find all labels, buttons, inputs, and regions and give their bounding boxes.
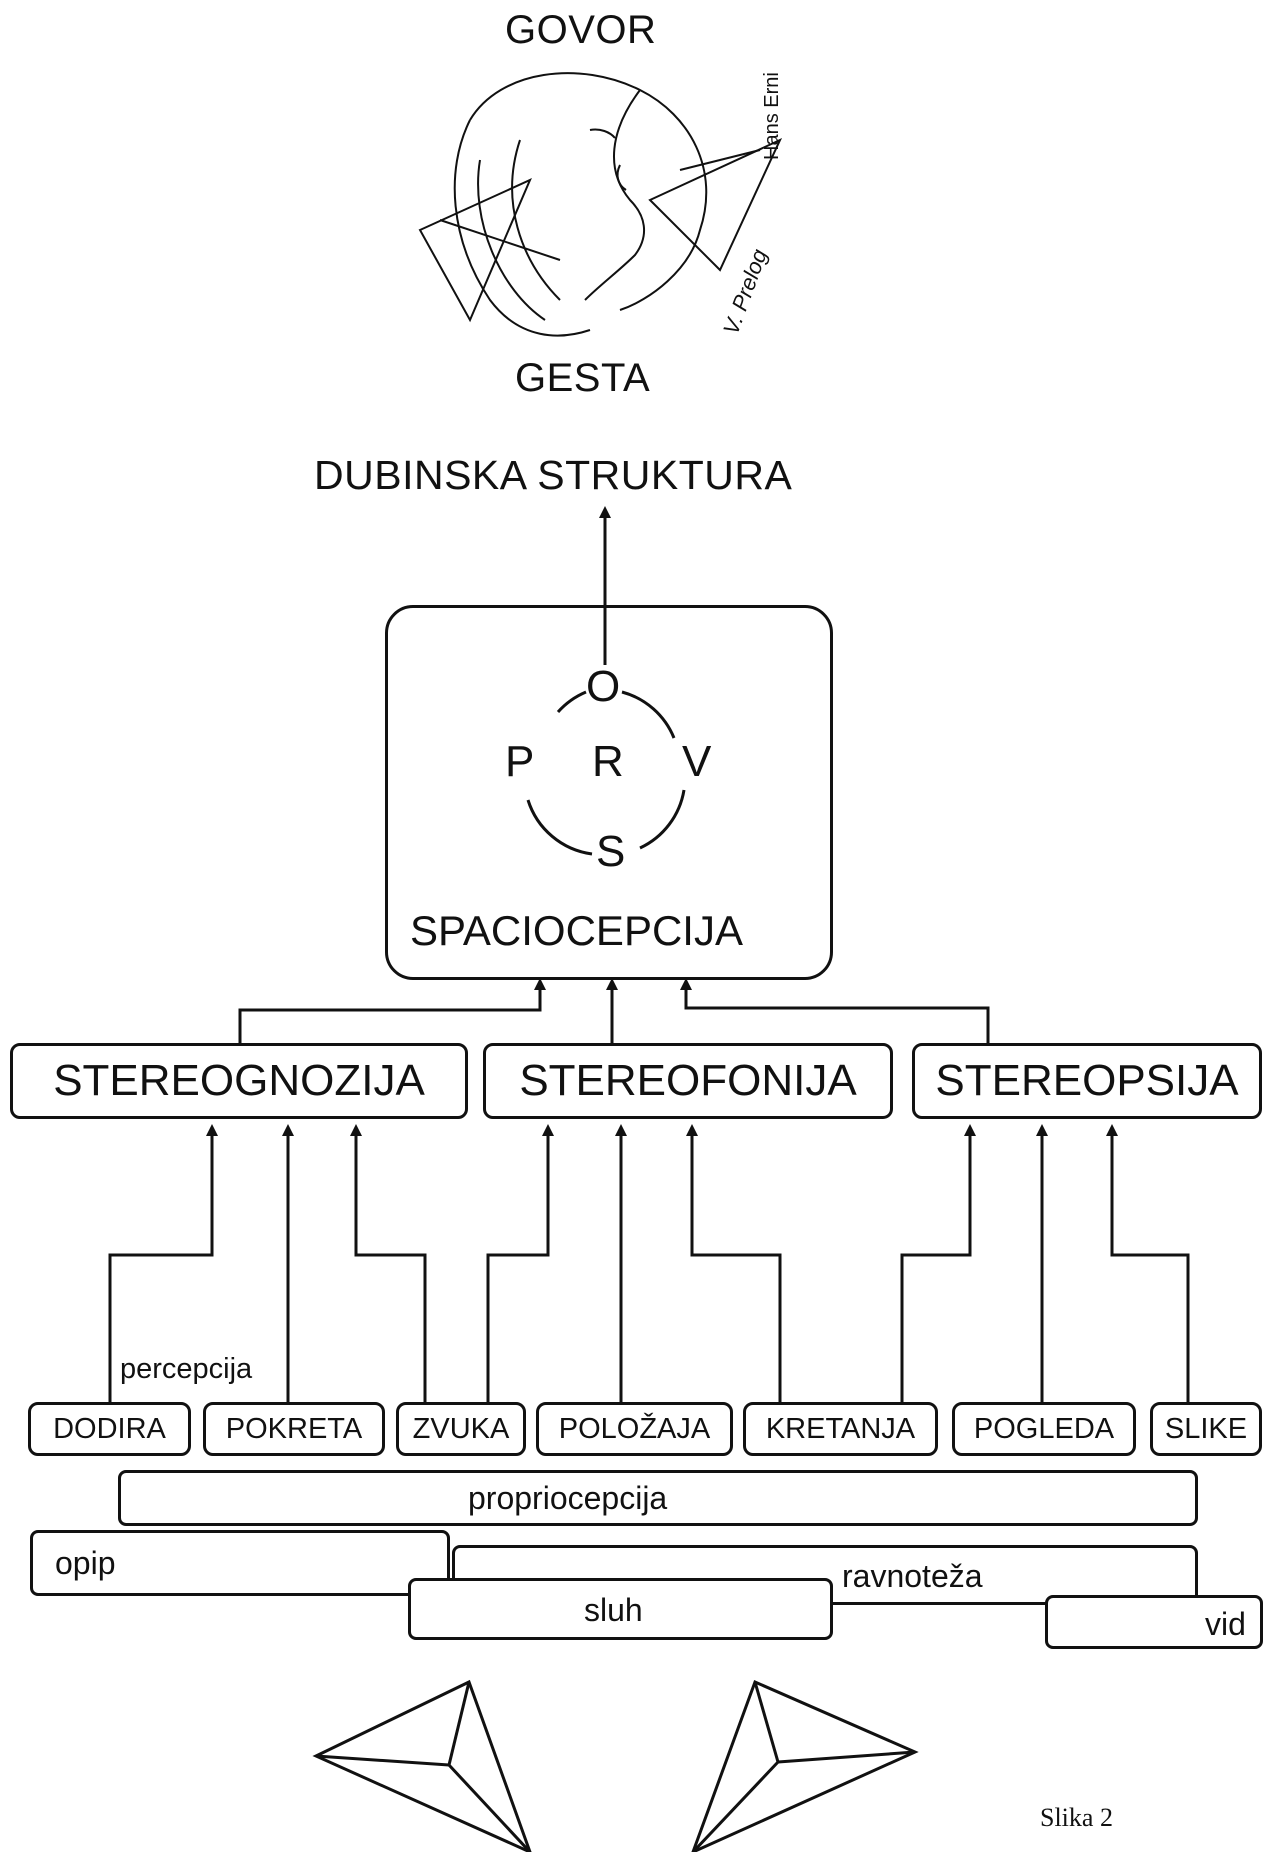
perception-box-polozaja: POLOŽAJA — [536, 1402, 733, 1456]
percepcija-label: percepcija — [120, 1353, 253, 1385]
gesta-label: GESTA — [515, 356, 651, 400]
perception-box-zvuka: ZVUKA — [396, 1402, 526, 1456]
perception-box-kretanja: KRETANJA — [743, 1402, 938, 1456]
ravnoteza-label: ravnoteža — [842, 1558, 983, 1594]
right-prism-shape — [691, 1679, 919, 1852]
propriocepcija-label: propriocepcija — [468, 1480, 668, 1516]
spaciocepcija-label: SPACIOCEPCIJA — [410, 907, 743, 954]
cycle-r: R — [592, 737, 624, 786]
dubinska-struktura-label: DUBINSKA STRUKTURA — [314, 452, 793, 498]
band-vid — [1045, 1595, 1263, 1649]
signature-erni: Hans Erni — [761, 72, 783, 160]
perception-box-slike: SLIKE — [1150, 1402, 1262, 1456]
cycle-o: O — [586, 662, 621, 711]
band-propriocepcija — [118, 1470, 1198, 1526]
left-prism-shape — [312, 1679, 532, 1852]
face-sketch-illustration — [418, 72, 783, 337]
govor-label: GOVOR — [505, 8, 657, 52]
vid-label: vid — [1205, 1606, 1246, 1642]
stereo-box-stereopsija: STEREOPSIJA — [912, 1043, 1262, 1119]
band-opip — [30, 1530, 450, 1596]
perception-box-pokreta: POKRETA — [203, 1402, 385, 1456]
stereo-box-stereofonija: STEREOFONIJA — [483, 1043, 893, 1119]
cycle-v: V — [682, 737, 712, 786]
opip-label: opip — [55, 1545, 116, 1581]
sluh-label: sluh — [584, 1592, 643, 1628]
figure-caption: Slika 2 — [1040, 1803, 1113, 1832]
spaciocepcija-box — [385, 605, 833, 980]
perception-box-dodira: DODIRA — [28, 1402, 191, 1456]
stereo-box-stereognozija: STEREOGNOZIJA — [10, 1043, 468, 1119]
perception-box-pogleda: POGLEDA — [952, 1402, 1136, 1456]
cycle-p: P — [505, 737, 535, 786]
band-sluh — [408, 1578, 833, 1640]
cycle-s: S — [596, 827, 626, 876]
